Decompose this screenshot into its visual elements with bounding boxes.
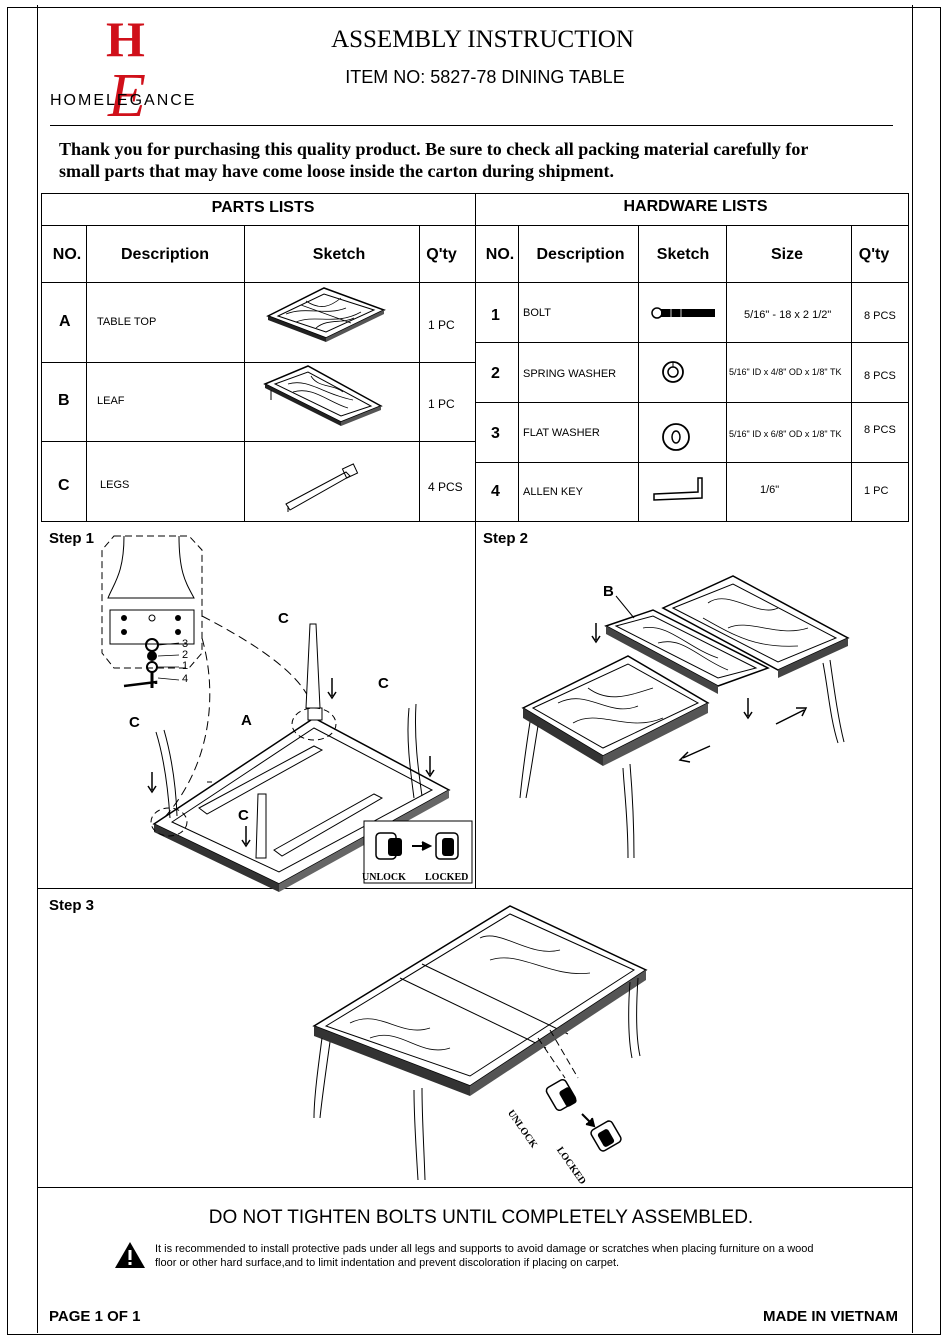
hardware-no: 4: [491, 483, 500, 500]
warning-note-line-2: floor or other hard surface,and to limit…: [155, 1257, 620, 1269]
table-col-line: [419, 225, 420, 521]
step-1-locked-label: LOCKED: [425, 872, 469, 883]
intro-line-2: small parts that may have come loose ins…: [59, 161, 614, 181]
hardware-description: BOLT: [523, 307, 551, 319]
table-col-line: [86, 225, 87, 521]
hardware-header-sketch: Sketch: [656, 246, 710, 263]
hardware-header-size: Size: [770, 246, 803, 263]
hardware-header-no: NO.: [485, 246, 515, 263]
parts-header-no: NO.: [52, 246, 82, 263]
table-col-line: [638, 225, 639, 521]
step-divider: [38, 1187, 912, 1188]
logo-letter-e: E: [107, 62, 146, 130]
part-description: LEAF: [97, 395, 125, 407]
table-col-line: [475, 193, 476, 521]
page-frame: [7, 7, 941, 1335]
hardware-header-qty: Q'ty: [858, 246, 890, 263]
hardware-qty: 8 PCS: [864, 424, 896, 436]
allen-key-icon: [653, 477, 703, 501]
content-frame: [37, 5, 913, 1333]
logo-text: HOMELEGANCE: [50, 92, 197, 109]
table-row-line: [475, 402, 909, 403]
step-1-callout-c: C: [238, 807, 249, 824]
bolt-icon: [651, 307, 715, 319]
table-row-line: [41, 362, 475, 363]
detail-number: 4: [182, 673, 189, 685]
part-qty: 4 PCS: [428, 480, 463, 494]
detail-number: 2: [182, 649, 189, 661]
header-divider: [50, 125, 893, 126]
hardware-list-title: HARDWARE LISTS: [623, 198, 768, 215]
hardware-no: 1: [491, 307, 500, 324]
table-row-line: [475, 462, 909, 463]
detail-number: 3: [182, 638, 189, 650]
step-1-callout-c: C: [129, 714, 140, 731]
step-3-illustration: [312, 905, 648, 1181]
country-of-origin: MADE IN VIETNAM: [763, 1308, 898, 1325]
step-1-label: Step 1: [49, 530, 95, 547]
hardware-size: 1/6": [760, 484, 780, 496]
step-1-callout-c: C: [278, 610, 289, 627]
parts-header-sketch: Sketch: [312, 246, 366, 263]
hardware-no: 2: [491, 365, 500, 382]
hardware-no: 3: [491, 425, 500, 442]
table-col-line: [41, 193, 42, 521]
warning-main: DO NOT TIGHTEN BOLTS UNTIL COMPLETELY AS…: [208, 1207, 754, 1228]
table-col-line: [244, 225, 245, 521]
table-row-line: [41, 441, 475, 442]
detail-number: 1: [182, 660, 189, 672]
warning-note-line-1: It is recommended to install protective …: [155, 1243, 814, 1255]
part-qty: 1 PC: [428, 318, 455, 332]
hardware-description: FLAT WASHER: [523, 427, 600, 439]
item-number: ITEM NO: 5827-78 DINING TABLE: [345, 67, 625, 87]
flat-washer-icon: [662, 423, 690, 451]
step-1-illustration: [101, 535, 473, 892]
intro-line-1: Thank you for purchasing this quality pr…: [59, 139, 809, 159]
table-col-line: [518, 225, 519, 521]
hardware-header-description: Description: [536, 246, 625, 263]
table-row-line: [475, 342, 909, 343]
hardware-qty: 8 PCS: [864, 370, 896, 382]
parts-header-description: Description: [120, 246, 209, 263]
table-col-line: [908, 193, 909, 521]
leg-sketch: [285, 463, 359, 512]
hardware-size: 5/16" ID x 6/8" OD x 1/8" TK: [729, 429, 842, 439]
part-no: C: [58, 477, 70, 494]
table-col-line: [851, 225, 852, 521]
hardware-size: 5/16" ID x 4/8" OD x 1/8" TK: [729, 367, 842, 377]
spring-washer-icon: [662, 361, 684, 383]
part-no: B: [58, 392, 70, 409]
page-title: ASSEMBLY INSTRUCTION: [331, 26, 634, 53]
step-1-callout-a: A: [241, 712, 252, 729]
hardware-qty: 8 PCS: [864, 310, 896, 322]
leaf-sketch: [263, 365, 383, 426]
logo-letter-h: H: [106, 11, 145, 67]
table-top-sketch: [266, 287, 386, 342]
parts-list-title: PARTS LISTS: [211, 199, 315, 216]
parts-header-qty: Q'ty: [426, 246, 457, 263]
step-1-unlock-label: UNLOCK: [362, 872, 406, 883]
step-3-label: Step 3: [49, 897, 95, 914]
hardware-qty: 1 PC: [864, 485, 889, 497]
logo-mark: H E: [106, 11, 146, 130]
step-divider: [475, 521, 476, 888]
hardware-description: ALLEN KEY: [523, 486, 583, 498]
part-description: LEGS: [100, 479, 130, 491]
part-description: TABLE TOP: [97, 316, 157, 328]
step-2-illustration: [519, 575, 850, 859]
page-number: PAGE 1 OF 1: [49, 1308, 141, 1325]
step-2-callout-b: B: [603, 583, 614, 600]
hardware-size: 5/16" - 18 x 2 1/2": [744, 309, 832, 321]
table-col-line: [726, 225, 727, 521]
part-no: A: [59, 313, 71, 330]
warning-icon: [115, 1242, 145, 1268]
step-2-label: Step 2: [483, 530, 529, 547]
part-qty: 1 PC: [428, 397, 455, 411]
hardware-description: SPRING WASHER: [523, 368, 617, 380]
step-1-callout-c: C: [378, 675, 389, 692]
step-divider: [38, 888, 912, 889]
